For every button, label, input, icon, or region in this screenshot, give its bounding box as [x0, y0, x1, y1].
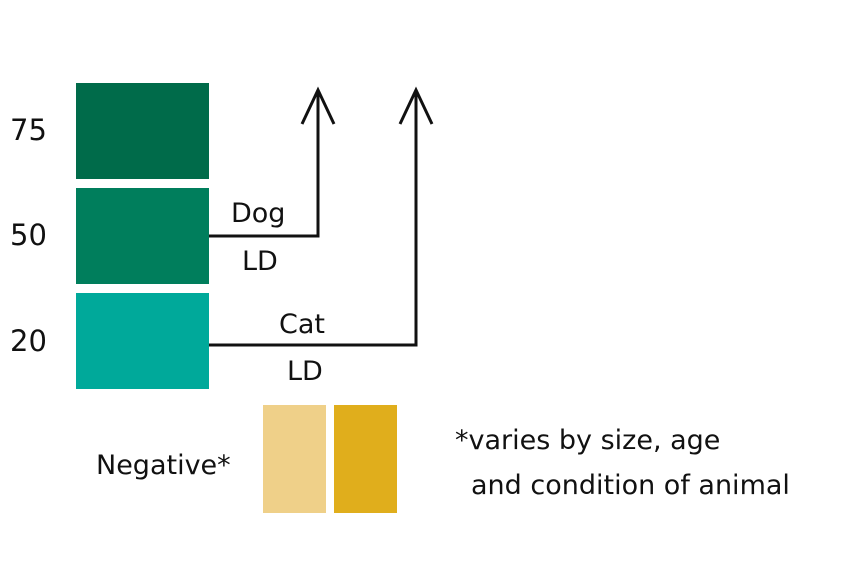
dog-arrowhead [300, 86, 336, 125]
scale-label-75: 75 [10, 113, 47, 147]
cat-arrowhead [398, 86, 434, 125]
cat-threshold-line [209, 92, 418, 347]
cat-ld-label: LD [287, 356, 323, 387]
negative-swatch-light [263, 405, 326, 513]
scale-label-50: 50 [10, 218, 47, 252]
negative-swatch-dark [334, 405, 397, 513]
swatch-75 [76, 83, 209, 179]
dog-threshold-line [209, 92, 320, 238]
scale-label-20: 20 [10, 324, 47, 358]
swatch-20 [76, 293, 209, 389]
dog-label: Dog [231, 198, 286, 229]
negative-label: Negative* [96, 450, 231, 481]
footnote-line-1: *varies by size, age [455, 425, 721, 456]
footnote-line-2: and condition of animal [471, 470, 790, 501]
swatch-50 [76, 188, 209, 284]
dog-ld-label: LD [242, 246, 278, 277]
cat-label: Cat [279, 309, 325, 340]
